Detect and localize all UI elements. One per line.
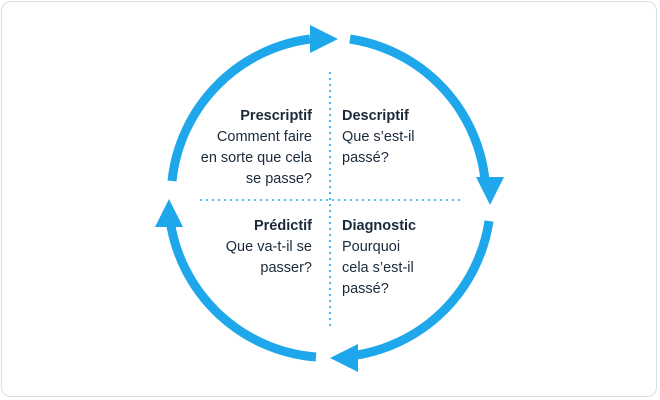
quadrant-description: Comment faire en sorte que cela se passe… — [200, 129, 312, 187]
arc-top-right — [349, 34, 490, 181]
quadrant-descriptif: Descriptif Que s’est-il passé? — [342, 106, 492, 169]
quadrant-description: Que va-t-il se passer? — [225, 239, 312, 276]
quadrant-title: Descriptif — [342, 108, 409, 124]
quadrant-title: Diagnostic — [342, 218, 417, 234]
arrowhead-top-icon — [310, 25, 338, 53]
quadrant-description: Pourquoi cela s’est-il passé? — [342, 239, 414, 297]
arc-top-left — [167, 34, 311, 182]
arrowhead-left-icon — [155, 199, 183, 227]
quadrant-predictif: Prédictif Que va-t-il se passer? — [162, 216, 312, 279]
quadrant-prescriptif: Prescriptif Comment faire en sorte que c… — [162, 106, 312, 190]
quadrant-title: Prédictif — [253, 218, 312, 234]
quadrant-diagnostic: Diagnostic Pourquoi cela s’est-il passé? — [342, 216, 492, 300]
arc-bottom-right — [349, 220, 494, 361]
quadrant-title: Prescriptif — [240, 108, 312, 124]
arrowhead-right-icon — [476, 177, 504, 205]
arrowhead-bottom-icon — [330, 344, 358, 372]
arc-bottom-left — [165, 219, 317, 362]
quadrant-description: Que s’est-il passé? — [342, 129, 415, 166]
